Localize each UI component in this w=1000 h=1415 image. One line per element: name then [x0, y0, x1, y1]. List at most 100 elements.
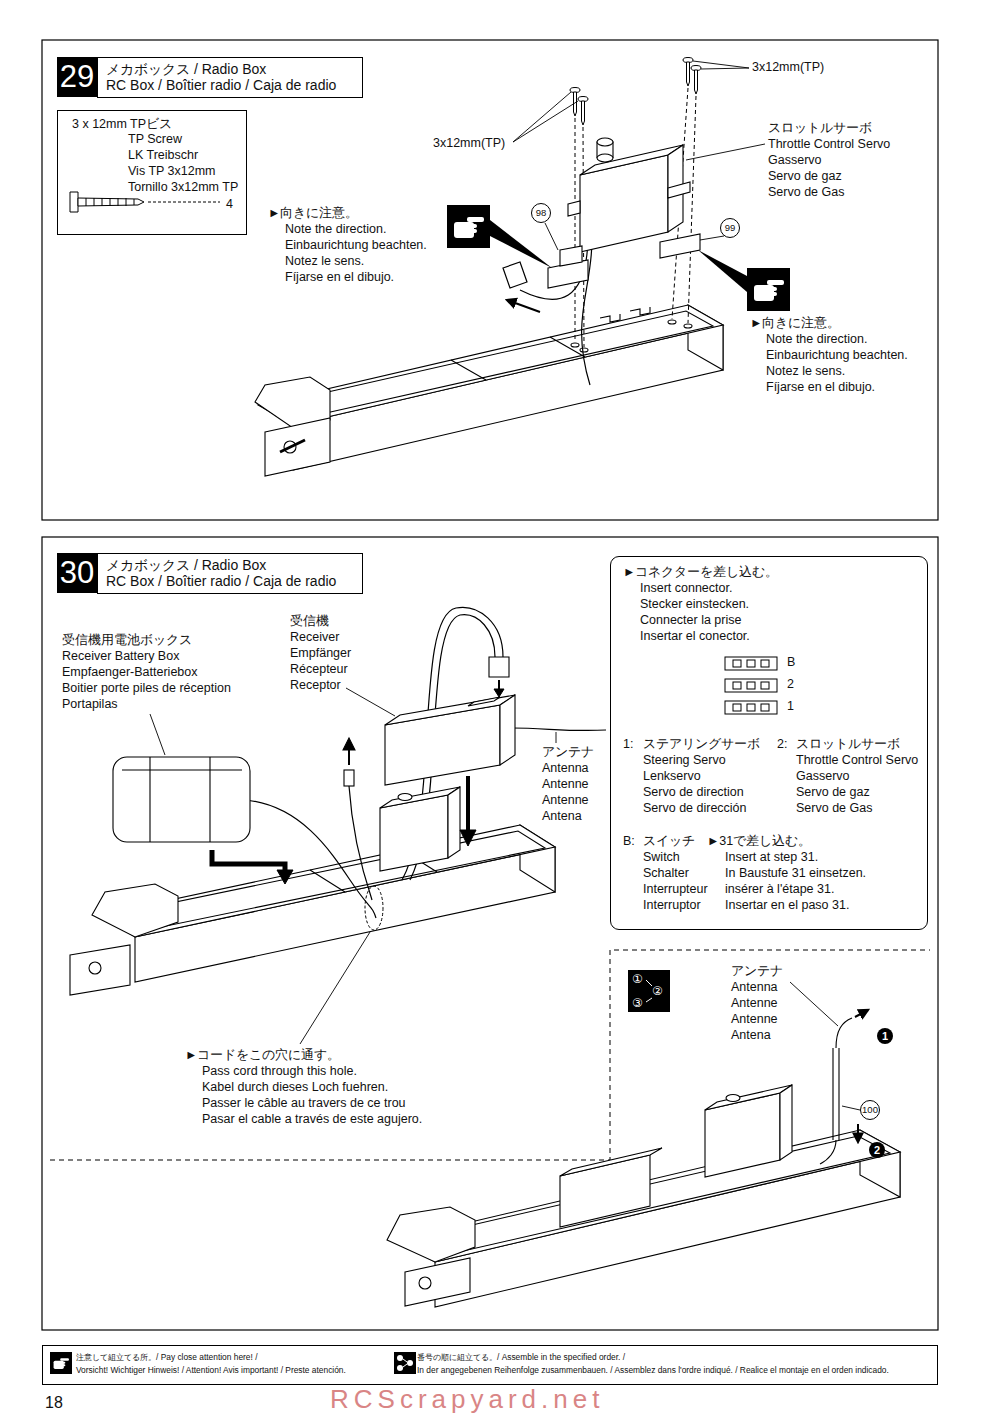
- part-label: アンテナ: [542, 745, 594, 760]
- order-number: ②: [652, 984, 663, 998]
- note-text: 番号の順に組立てる。/ Assemble in the specified or…: [417, 1352, 625, 1363]
- note-text: Schalter: [643, 866, 689, 881]
- note-text: Lenkservo: [643, 769, 701, 784]
- part-label: 受信機: [290, 614, 329, 629]
- footer-legend: 注意して組立てる所。/ Pay close attention here! / V…: [42, 1345, 938, 1385]
- servo-mounts: [548, 234, 700, 288]
- connector-icons: [761, 660, 769, 667]
- note-text: Servo de direction: [643, 785, 744, 800]
- note-text: Interruptor: [643, 898, 701, 913]
- section-divider: [50, 950, 930, 1160]
- part-label: Note the direction.: [285, 222, 386, 237]
- leader-lines: [346, 688, 395, 716]
- screw-sample: [78, 198, 144, 206]
- leader-lines: [513, 61, 765, 250]
- mount-screws: [578, 97, 588, 126]
- panel-frames: [42, 40, 938, 1330]
- note-text: Servo de Gas: [796, 801, 872, 816]
- servo-wire: [507, 300, 540, 312]
- note-text: Insertar en el paso 31.: [725, 898, 849, 913]
- receiver: [468, 697, 500, 706]
- parts-box: 3 x 12mm TPビスTP ScrewLK TreibschrVis TP …: [57, 110, 247, 235]
- receiver-wires: [349, 786, 372, 900]
- part-label: Receiver: [290, 630, 339, 645]
- step-title: メカボックス / Radio BoxRC Box / Boîtier radio…: [97, 553, 363, 594]
- radio-tray: [405, 1258, 470, 1306]
- leader-lines: [150, 714, 165, 755]
- leader-lines: [513, 92, 578, 142]
- part-label: Note the direction.: [766, 332, 867, 347]
- mount-screws: [570, 58, 701, 348]
- page-number: 18: [45, 1395, 63, 1411]
- note-text: ステアリングサーボ: [643, 737, 760, 752]
- note-text: Tornillo 3x12mm TP: [128, 180, 238, 195]
- leader-lines: [686, 144, 765, 160]
- throttle-servo: [780, 1085, 792, 1160]
- part-label: ►向きに注意。: [268, 206, 358, 221]
- screw-sample: [148, 202, 220, 203]
- callout-number: 100: [861, 1101, 879, 1119]
- receiver: [385, 657, 515, 785]
- part-label: Einbaurichtung beachten.: [285, 238, 427, 253]
- servo-mounts: [560, 246, 582, 266]
- connector-icons: [725, 679, 777, 692]
- part-label: Antenna: [731, 980, 778, 995]
- antenna-tube: [790, 982, 868, 1164]
- note-text: Vorsicht! Wichtiger Hinweis! / Attention…: [76, 1365, 346, 1376]
- note-text: Vis TP 3x12mm: [128, 164, 216, 179]
- callout-number: 98: [531, 203, 551, 223]
- throttle-servo: [568, 201, 580, 216]
- note-text: 1: [787, 699, 794, 714]
- radio-tray: [403, 1136, 890, 1257]
- antenna-tube: [857, 1124, 859, 1142]
- part-label: Antenne: [731, 1012, 778, 1027]
- radio-tray: [560, 1148, 662, 1176]
- switch-plug: [344, 770, 354, 786]
- connector-icons: [725, 657, 777, 714]
- radio-tray: [265, 418, 330, 476]
- part-label: アンテナ: [731, 964, 783, 979]
- radio-tray: [92, 884, 178, 937]
- note-text: RC Box / Boîtier radio / Caja de radio: [106, 573, 354, 589]
- note-text: メカボックス / Radio Box: [106, 61, 354, 77]
- radio-tray: [89, 962, 101, 974]
- connector-icons: [733, 660, 741, 667]
- part-label: Antenna: [542, 761, 589, 776]
- servo-wire: [520, 240, 588, 299]
- receiver: [500, 695, 515, 765]
- note-text: 1:: [623, 737, 633, 752]
- servo-wire: [503, 262, 527, 288]
- part-label: Antenne: [542, 777, 589, 792]
- note-text: TP Screw: [128, 132, 182, 147]
- radio-tray: [580, 348, 588, 352]
- receiver-wires: [245, 607, 606, 918]
- leader-lines: [300, 932, 370, 1044]
- radio-tray: [70, 945, 130, 995]
- screw-sample: [70, 192, 78, 212]
- antenna-tube: [833, 1048, 839, 1140]
- receiver: [385, 695, 515, 725]
- attention-icons: [447, 205, 490, 248]
- step-number-text: 29: [57, 57, 97, 97]
- order-number: ③: [632, 996, 643, 1010]
- placement-arrows: [494, 689, 504, 697]
- mount-screws: [582, 101, 585, 125]
- order-icon: [628, 970, 670, 1012]
- mount-screws: [695, 70, 698, 94]
- note-text: 注意して組立てる所。/ Pay close attention here! /: [76, 1352, 258, 1363]
- throttle-servo: [380, 787, 460, 871]
- attention-icons: [747, 268, 790, 311]
- radio-tray: [684, 324, 692, 328]
- part-label: Receiver Battery Box: [62, 649, 179, 664]
- footer-icons: [50, 1352, 72, 1374]
- attention-icons: [490, 220, 552, 268]
- receiver: [489, 657, 509, 677]
- note-text: 4: [226, 197, 233, 212]
- connector-icons: [761, 704, 769, 711]
- note-text: B:: [623, 834, 635, 849]
- connector-icons: [747, 660, 755, 667]
- connector-icons: [733, 682, 741, 689]
- connector-icons: [733, 704, 741, 711]
- mount-screws: [691, 66, 701, 95]
